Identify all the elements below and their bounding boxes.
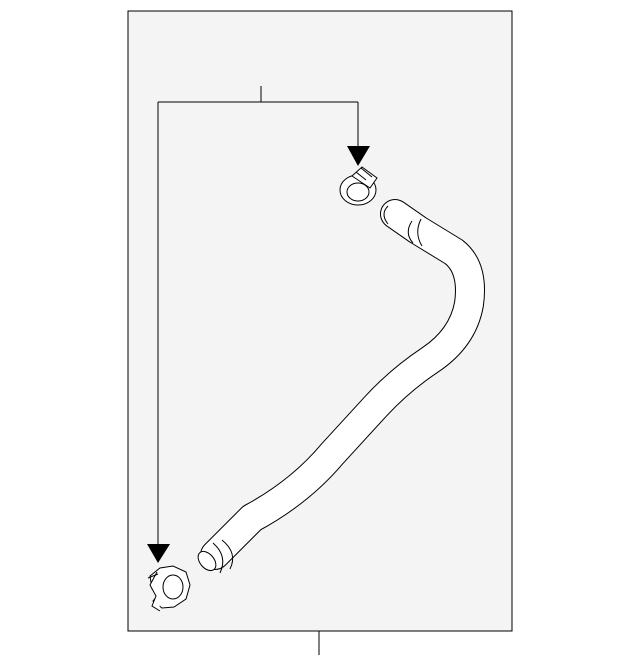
hose-clamp-icon [147,565,191,612]
hose-icon [197,199,485,574]
callout-arrowhead-upper [347,146,370,166]
hose-clamp-icon [339,166,378,206]
clamp-callout-bracket [157,86,359,548]
callout-arrowhead-lower [147,544,170,563]
